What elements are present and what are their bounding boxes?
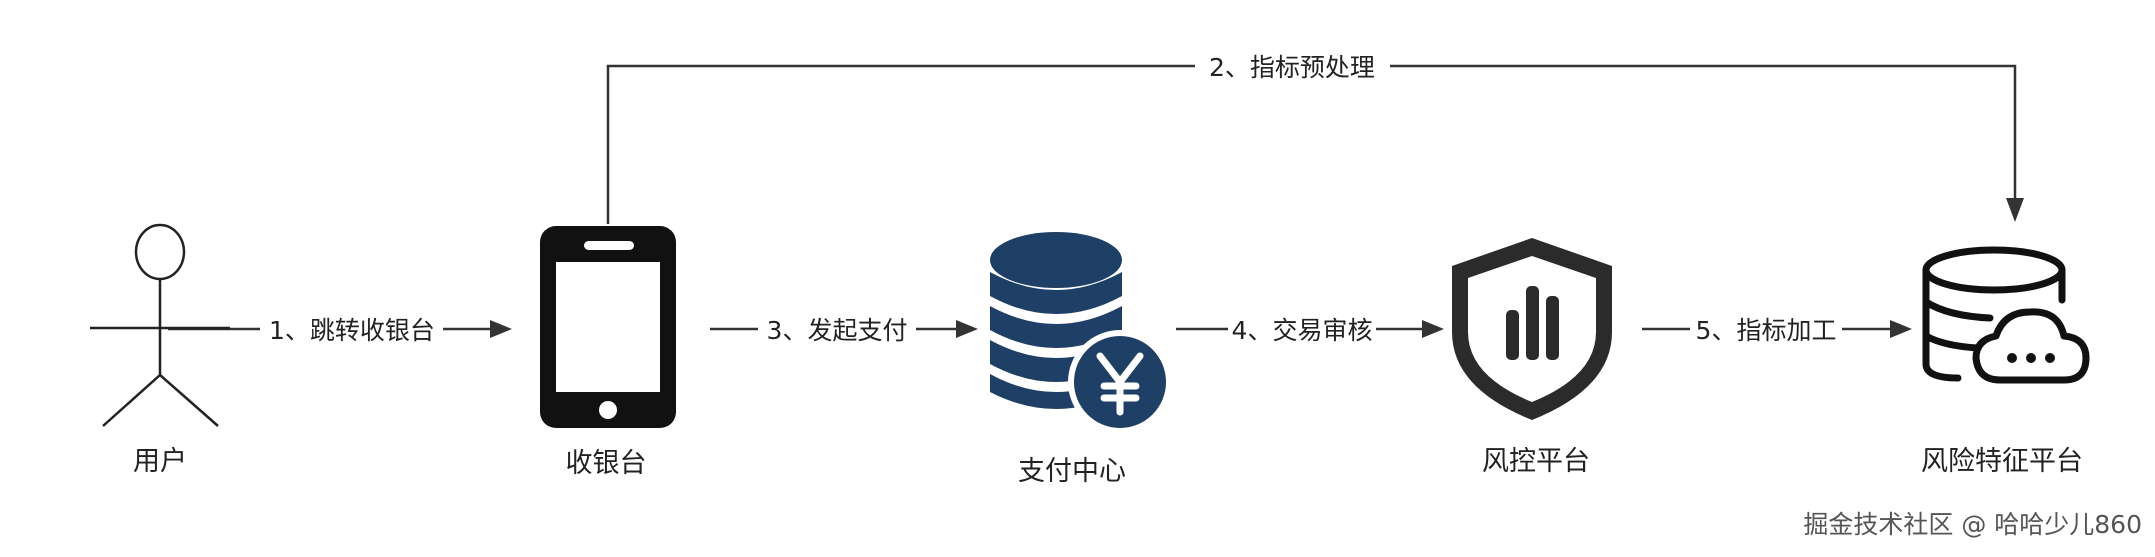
node-feature: 风险特征平台 xyxy=(1921,246,2090,477)
cloud-dots xyxy=(2007,353,2055,363)
node-payment: 支付中心 xyxy=(990,232,1172,487)
watermark: 掘金技术社区 @ 哈哈少儿860 xyxy=(1803,510,2142,539)
arrowhead-icon xyxy=(956,320,978,338)
node-risk: 风控平台 xyxy=(1452,238,1612,477)
node-label-cashier: 收银台 xyxy=(566,448,647,479)
arrowhead-icon xyxy=(1890,320,1912,338)
coin-stack-yuan-icon xyxy=(990,232,1172,434)
edge-label-1: 1、跳转收银台 xyxy=(269,316,435,345)
node-label-risk: 风控平台 xyxy=(1482,446,1590,477)
node-user: 用户 xyxy=(90,223,230,477)
edge-label-5: 5、指标加工 xyxy=(1696,316,1837,345)
edge-user-to-cashier: 1、跳转收银台 xyxy=(168,316,512,345)
arrowhead-icon xyxy=(2006,198,2024,222)
arrowhead-icon xyxy=(490,320,512,338)
edge-label-3: 3、发起支付 xyxy=(767,316,908,345)
database-cloud-icon xyxy=(1922,246,2090,384)
edge-cashier-to-payment: 3、发起支付 xyxy=(710,316,978,345)
node-label-payment: 支付中心 xyxy=(1018,456,1126,487)
smartphone-icon xyxy=(540,226,676,428)
shield-chart-icon xyxy=(1452,238,1612,420)
edge-label-4: 4、交易审核 xyxy=(1232,316,1373,345)
edge-label-2: 2、指标预处理 xyxy=(1209,53,1375,82)
edge-risk-to-feature: 5、指标加工 xyxy=(1642,316,1912,345)
stick-figure-icon xyxy=(90,223,230,427)
edge-payment-to-risk: 4、交易审核 xyxy=(1176,316,1444,345)
edge-cashier-to-feature: 2、指标预处理 xyxy=(606,53,2024,224)
node-label-user: 用户 xyxy=(133,446,187,477)
node-label-feature: 风险特征平台 xyxy=(1921,446,2083,477)
node-cashier: 收银台 xyxy=(540,226,676,479)
arrowhead-icon xyxy=(1422,320,1444,338)
